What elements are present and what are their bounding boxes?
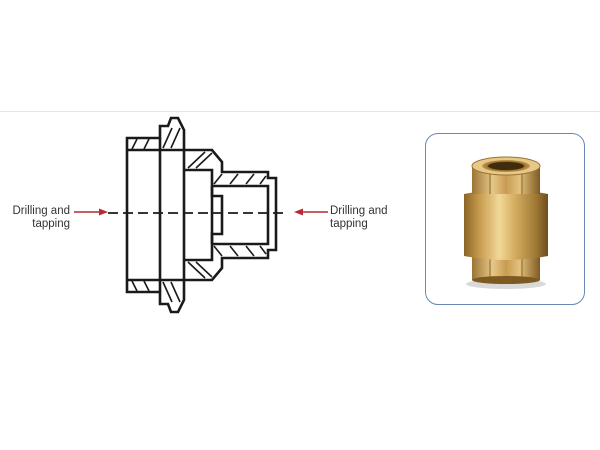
section-divider [0,111,600,112]
left-callout-line1: Drilling and [12,205,70,217]
inner-bore-small [212,184,270,246]
right-callout-label: Drilling and tapping [330,205,394,231]
inner-bore-large [127,148,184,282]
inner-bore-step [184,168,224,262]
right-callout-line1: Drilling and [330,205,388,217]
flange-outline [125,116,278,314]
right-callout-line2: tapping [330,218,368,230]
left-callout-line2: tapping [32,218,70,230]
section-hatching [131,127,267,303]
left-callout-label: Drilling and tapping [6,205,70,231]
left-arrow [74,208,108,216]
product-photo-frame [425,133,585,305]
right-arrow [294,208,328,216]
brass-check-valve-image [464,156,548,289]
